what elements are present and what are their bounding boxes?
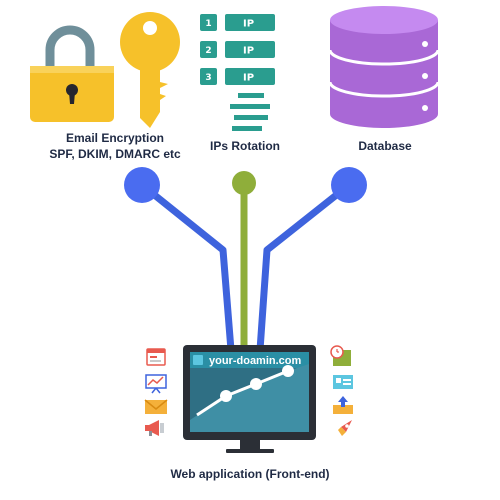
- ip-rotation-label: IPs Rotation: [209, 139, 280, 153]
- contact-card-icon: [333, 375, 353, 389]
- email-encryption-subtitle: SPF, DKIM, DMARC etc: [49, 147, 181, 161]
- left-connector-line: [139, 182, 235, 351]
- connector-lines: [124, 167, 367, 352]
- chart-point: [250, 378, 262, 390]
- email-encryption-title: Email Encryption: [65, 131, 165, 145]
- rocket-icon: [338, 420, 352, 436]
- ip-rotation-graphic: 1 IP 2 IP 3 IP: [200, 14, 275, 131]
- web-page-icon: [146, 348, 166, 366]
- clock-calendar-icon: [330, 345, 351, 366]
- web-application-label: Web application (Front-end): [170, 467, 330, 481]
- domain-url: your-doamin.com: [209, 355, 302, 367]
- ip-bar: [225, 41, 275, 58]
- megaphone-icon: [145, 420, 164, 436]
- rotation-bar: [232, 126, 262, 131]
- growth-chart-area: [190, 364, 309, 432]
- ip-number-badge: [200, 68, 217, 85]
- padlock-icon: [30, 25, 114, 122]
- presentation-chart-icon: [145, 374, 167, 394]
- site-logo-icon: [193, 355, 203, 365]
- ip-number-3: 3: [205, 73, 211, 83]
- key-icon: [120, 12, 180, 128]
- growth-chart-line: [196, 369, 289, 417]
- address-bar: [190, 352, 309, 368]
- rotation-bar: [238, 93, 264, 98]
- right-connector-line: [256, 182, 352, 351]
- ip-number-badge: [200, 14, 217, 31]
- upload-tray-icon: [333, 396, 353, 414]
- center-connector-node: [232, 171, 256, 195]
- database-label: Database: [358, 139, 412, 153]
- monitor-base: [226, 449, 274, 453]
- ip-number-1: 1: [205, 19, 211, 29]
- left-connector-node: [124, 167, 160, 203]
- ip-label-2: IP: [243, 46, 254, 57]
- monitor-icon: your-doamin.com: [183, 345, 316, 453]
- envelope-icon: [144, 399, 168, 414]
- right-connector-node: [331, 167, 367, 203]
- ip-number-badge: [200, 41, 217, 58]
- database-icon: [328, 6, 440, 128]
- ip-label-1: IP: [243, 19, 254, 30]
- chart-point: [282, 365, 294, 377]
- ip-label-3: IP: [243, 73, 254, 84]
- rotation-bar: [230, 104, 270, 109]
- rotation-bar: [234, 115, 268, 120]
- ip-bar: [225, 14, 275, 31]
- ip-bar: [225, 68, 275, 85]
- email-encryption-label: Email Encryption SPF, DKIM, DMARC etc: [20, 130, 210, 162]
- ip-number-2: 2: [205, 46, 211, 56]
- chart-point: [220, 390, 232, 402]
- monitor-neck: [240, 440, 260, 449]
